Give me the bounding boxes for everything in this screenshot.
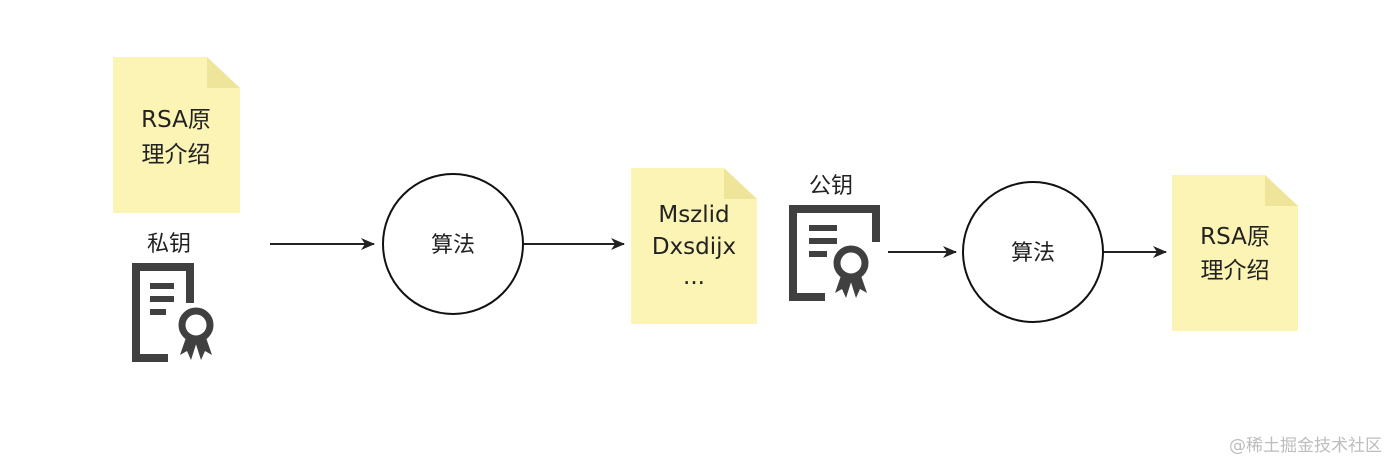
ciphertext-document-line3: ...	[683, 264, 705, 290]
decrypted-document-line1: RSA原	[1200, 224, 1270, 250]
plaintext-document-line2: 理介绍	[142, 142, 211, 168]
plaintext-document-line1: RSA原	[141, 107, 211, 133]
algorithm-node-2: 算法	[962, 181, 1104, 323]
plaintext-document: RSA原 理介绍	[113, 57, 240, 213]
decrypted-document-line2: 理介绍	[1201, 258, 1270, 284]
ciphertext-document-line2: Dxsdijx	[652, 234, 736, 260]
ciphertext-document-line1: Mszlid	[658, 202, 729, 228]
public-key-label: 公钥	[809, 174, 853, 199]
algorithm-node-1-label: 算法	[431, 233, 475, 258]
watermark-text: @稀土掘金技术社区	[1229, 436, 1382, 456]
public-key-certificate-icon	[789, 205, 880, 301]
private-key-label: 私钥	[147, 232, 191, 257]
decrypted-document: RSA原 理介绍	[1172, 175, 1298, 331]
algorithm-node-2-label: 算法	[1011, 241, 1055, 266]
algorithm-node-1: 算法	[382, 173, 524, 315]
private-key-certificate-icon	[132, 263, 214, 362]
ciphertext-document: Mszlid Dxsdijx ...	[631, 168, 757, 324]
